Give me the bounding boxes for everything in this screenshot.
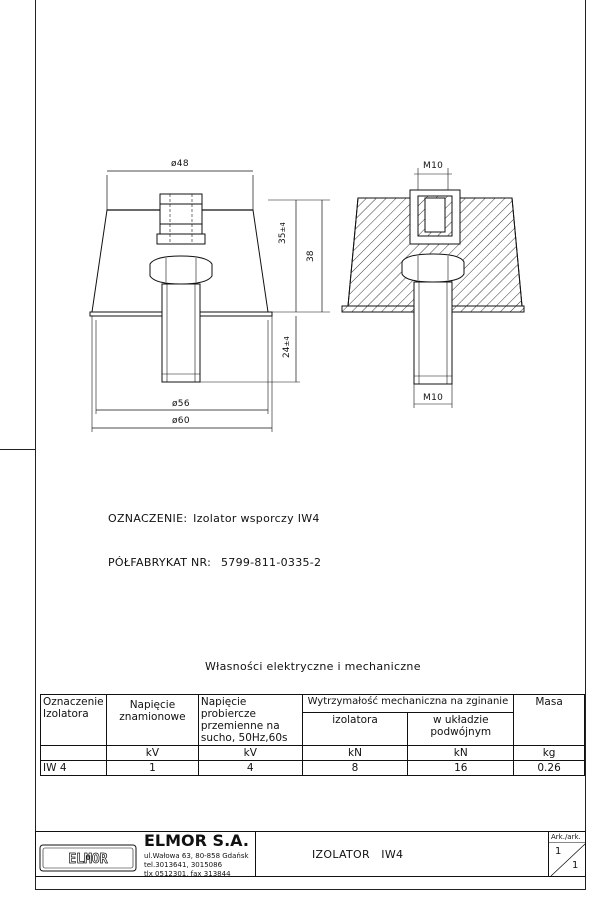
company-cell: ELMOR ELMOR S.A. ul.Wałowa 63, 80-858 Gd…: [36, 831, 256, 878]
designation-value: Izolator wsporczy IW4: [193, 512, 320, 525]
designation-line: OZNACZENIE: Izolator wsporczy IW4: [108, 512, 320, 525]
address-line-2: tel.3013641, 3015086: [144, 861, 223, 869]
title-block: ELMOR ELMOR S.A. ul.Wałowa 63, 80-858 Gd…: [35, 831, 586, 878]
sheet-cell: Ark./ark. 1 1: [549, 832, 586, 877]
spec-table: Oznaczenie Izolatora Napięcie znamionowe…: [40, 694, 585, 776]
drawing-title: IZOLATOR IW4: [312, 848, 404, 861]
elmor-logo: ELMOR: [39, 844, 137, 872]
header-insulator: izolatora: [301, 711, 409, 747]
dim-outer-height-value: 35: [278, 232, 288, 244]
drawing-frame: [35, 0, 586, 890]
dim-top-diameter: ø48: [171, 159, 189, 169]
unit-cell: kV: [105, 745, 199, 761]
unit-cell: kg: [513, 745, 585, 761]
table-title: Własności elektryczne i mechaniczne: [205, 660, 421, 673]
dim-outer-height: 35±4: [278, 222, 288, 244]
unit-cell: kV: [197, 745, 303, 761]
semi-product-line: PÓŁFABRYKAT NR: 5799-811-0335-2: [108, 556, 321, 569]
logo-text: ELMOR: [68, 852, 107, 867]
thread-bottom-label: M10: [423, 393, 444, 403]
header-rated-voltage: Napięcie znamionowe: [105, 694, 199, 746]
cell-test-voltage: 4: [197, 760, 303, 776]
margin-tick: [0, 449, 35, 450]
unit-cell: [40, 745, 107, 761]
sheet-label: Ark./ark.: [551, 833, 581, 841]
title-cell: IZOLATOR IW4: [256, 832, 549, 876]
header-mass: Masa: [513, 694, 585, 746]
cell-designation: IW 4: [40, 760, 107, 776]
cell-mass: 0.26: [513, 760, 585, 776]
cell-rated-voltage: 1: [105, 760, 199, 776]
sheet-total: 1: [572, 860, 579, 871]
dim-outer-height-tol: ±4: [279, 222, 287, 233]
header-mechanical-strength: Wytrzymałość mechaniczna na zginanie: [301, 694, 515, 713]
units-row: kV kV kN kN kg: [40, 745, 585, 761]
dim-stud-length-tol: ±4: [283, 336, 291, 347]
designation-label: OZNACZENIE:: [108, 512, 188, 525]
header-double-system: w układzie podwójnym: [407, 711, 515, 747]
header-designation: Oznaczenie Izolatora: [40, 694, 107, 746]
technical-drawing: [89, 168, 525, 432]
dim-base-inner: ø56: [172, 399, 190, 409]
unit-cell: kN: [301, 745, 409, 761]
cell-insulator-strength: 8: [301, 760, 409, 776]
left-view: [89, 170, 330, 432]
semi-product-label: PÓŁFABRYKAT NR:: [108, 556, 212, 569]
unit-cell: kN: [407, 745, 515, 761]
dim-stud-length: 24±4: [282, 336, 292, 358]
semi-product-value: 5799-811-0335-2: [220, 556, 322, 569]
header-test-voltage: Napięcie probiercze przemienne na sucho,…: [197, 694, 303, 746]
cell-double-strength: 16: [407, 760, 515, 776]
sheet-current: 1: [555, 846, 562, 857]
dim-stud-length-value: 24: [282, 346, 292, 358]
thread-top-label: M10: [423, 161, 444, 171]
dim-base-outer: ø60: [172, 416, 190, 426]
sheet-divider: [549, 842, 586, 877]
address-line-3: tlx 0512301, fax 313844: [144, 870, 231, 878]
company-name: ELMOR S.A.: [144, 831, 249, 850]
dim-body-height: 38: [306, 250, 316, 262]
address-line-1: ul.Wałowa 63, 80-858 Gdańsk: [144, 852, 249, 860]
table-row: IW 4 1 4 8 16 0.26: [40, 760, 585, 776]
right-view: [341, 168, 525, 408]
